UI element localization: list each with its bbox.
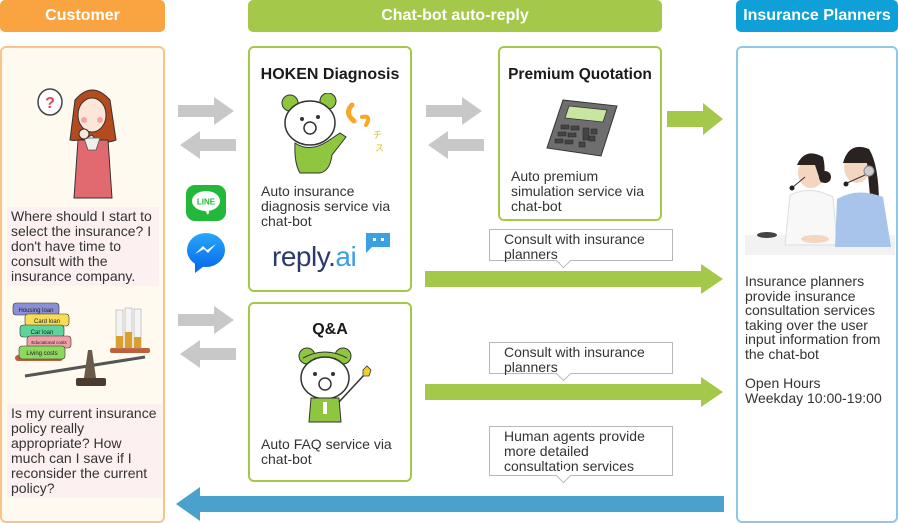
arrow-qa-to-planners: [425, 377, 725, 407]
question-mark-icon: ?: [45, 95, 55, 112]
planners-panel: [736, 46, 898, 523]
consult-callout-1: Consult with insurance planners: [489, 229, 673, 262]
reply-ai-logo-text: reply.ai: [272, 241, 357, 272]
premium-quotation-box: Premium Quotation Auto premium simulatio…: [498, 46, 662, 221]
arrow-right-icon: [426, 97, 482, 125]
planners-header: Insurance Planners: [736, 0, 898, 32]
hoken-diagnosis-description: Auto insurance diagnosis service via cha…: [261, 183, 391, 229]
calculator-icon: [545, 98, 620, 158]
svg-text:ス: ス: [375, 144, 384, 154]
consult-callout-2: Consult with insurance planners: [489, 342, 673, 375]
bear-mascot-illustration: チ ス: [280, 93, 390, 178]
scale-label-housing-loan: Housing loan: [18, 308, 53, 314]
scale-label-educational-costs: Educational costs: [31, 340, 67, 345]
arrow-planners-to-customer: [176, 487, 724, 521]
qa-box: Q&A Auto FAQ service via chat-bot: [248, 302, 412, 482]
svg-text:LINE: LINE: [197, 198, 216, 207]
premium-quotation-description: Auto premium simulation service via chat…: [511, 168, 645, 214]
reply-ai-logo: reply.ai: [272, 233, 397, 273]
open-hours-value: Weekday 10:00-19:00: [745, 390, 882, 406]
arrow-right-icon: [178, 97, 234, 125]
scale-illustration: Housing loan Card loan Car loan Educatio…: [10, 300, 160, 390]
chat-bubble-icon: [366, 233, 390, 253]
planners-description: Insurance planners provide insurance con…: [745, 273, 881, 362]
customer-header: Customer: [0, 0, 165, 32]
hoken-diagnosis-title: HOKEN Diagnosis: [260, 66, 400, 83]
premium-quotation-title: Premium Quotation: [508, 66, 652, 83]
arrow-diagnosis-to-planners: [425, 264, 725, 294]
qa-description: Auto FAQ service via chat-bot: [261, 436, 392, 467]
arrow-quotation-to-planners: [667, 103, 725, 135]
exchange-arrows-top: [176, 97, 238, 159]
customer-question-1: Where should I start to select the insur…: [7, 207, 159, 286]
scale-label-car-loan: Car loan: [31, 330, 54, 336]
arrow-left-icon: [180, 340, 236, 368]
customer-question-2: Is my current insurance policy really ap…: [7, 404, 162, 498]
qa-title: Q&A: [312, 321, 348, 338]
arrow-left-icon: [428, 131, 484, 159]
scale-label-card-loan: Card loan: [34, 319, 60, 325]
thinking-woman-illustration: ?: [30, 80, 130, 200]
chatbot-header: Chat-bot auto-reply: [248, 0, 662, 32]
messenger-icon[interactable]: [185, 231, 227, 273]
open-hours-label: Open Hours: [745, 375, 821, 391]
call-center-operators-photo: [745, 135, 895, 255]
scale-label-living-costs: Living costs: [26, 351, 57, 357]
line-icon[interactable]: LINE: [186, 185, 226, 221]
human-agents-callout: Human agents provide more detailed consu…: [489, 426, 673, 476]
bear-mascot-qa-illustration: [295, 346, 380, 431]
arrow-right-icon: [178, 306, 234, 334]
hoken-diagnosis-box: HOKEN Diagnosis チ ス Auto insurance diagn…: [248, 46, 412, 292]
exchange-arrows-middle: [424, 97, 486, 159]
arrow-left-icon: [180, 131, 236, 159]
exchange-arrows-bottom: [176, 306, 238, 368]
svg-text:チ: チ: [373, 130, 382, 141]
